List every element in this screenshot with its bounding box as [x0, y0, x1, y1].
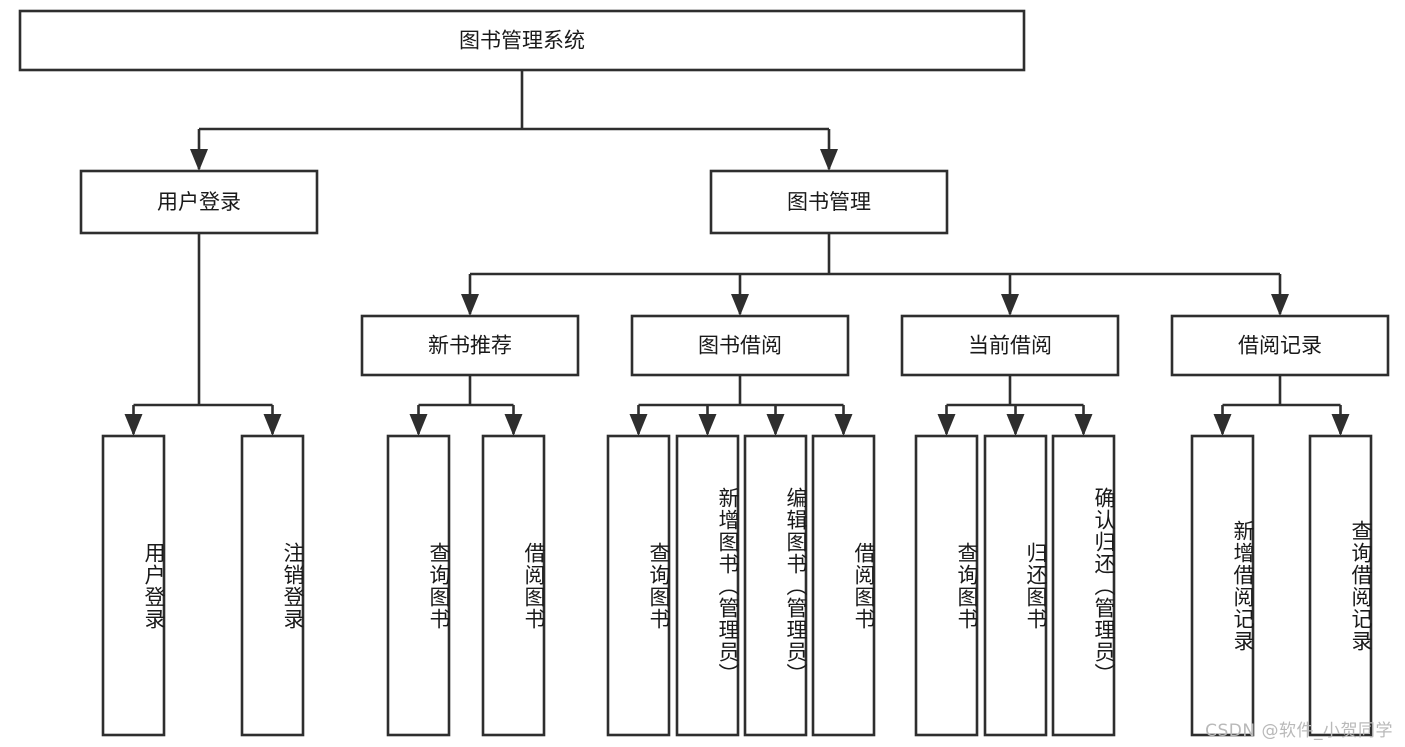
arrow-head-icon	[1074, 414, 1093, 436]
watermark-text: CSDN @软件_小贺同学	[1205, 721, 1393, 741]
arrow-head-icon	[1213, 414, 1232, 436]
node-box-leaf[interactable]	[1190, 434, 1255, 737]
node-box-leaf[interactable]	[101, 434, 166, 737]
arrow-head-icon	[1001, 294, 1019, 316]
arrow-head-icon	[834, 414, 853, 436]
node-label-book-borrow: 图书借阅	[698, 334, 782, 358]
arrow-head-icon	[263, 414, 282, 436]
leaf-box-group	[101, 434, 1373, 737]
arrow-head-icon	[937, 414, 956, 436]
node-box-leaf[interactable]	[914, 434, 979, 737]
node-box-leaf[interactable]	[606, 434, 671, 737]
arrow-head-icon	[461, 294, 479, 316]
node-box-root[interactable]	[18, 9, 1026, 72]
node-box-leaf[interactable]	[1308, 434, 1373, 737]
node-label-current-borrow: 当前借阅	[968, 334, 1052, 358]
node-box-leaf[interactable]	[386, 434, 451, 737]
node-label-user-login: 用户登录	[157, 190, 241, 214]
node-box-user-login[interactable]	[79, 169, 319, 235]
label-layer: 图书管理系统 用户登录 图书管理 新书推荐 图书借阅 当前借阅 借阅记录	[157, 29, 1322, 358]
node-box-leaf[interactable]	[811, 434, 876, 737]
arrow-head-icon	[190, 149, 208, 171]
node-box-borrow-records[interactable]	[1170, 314, 1390, 377]
arrow-head-icon	[1331, 414, 1350, 436]
box-layer	[18, 9, 1390, 737]
node-box-leaf[interactable]	[743, 434, 808, 737]
node-box-leaf[interactable]	[481, 434, 546, 737]
arrow-head-icon	[1271, 294, 1289, 316]
node-box-leaf[interactable]	[1051, 434, 1116, 737]
node-box-leaf[interactable]	[675, 434, 740, 737]
node-label-book-management: 图书管理	[787, 190, 871, 214]
arrow-head-icon	[629, 414, 648, 436]
node-box-leaf[interactable]	[240, 434, 305, 737]
node-box-book-borrow[interactable]	[630, 314, 850, 377]
arrow-head-icon	[731, 294, 749, 316]
node-label-root: 图书管理系统	[459, 29, 585, 53]
node-label-borrow-records: 借阅记录	[1238, 334, 1322, 358]
node-label-new-book-recommend: 新书推荐	[428, 334, 512, 358]
connector-layer	[124, 70, 1350, 436]
node-box-book-management[interactable]	[709, 169, 949, 235]
arrow-head-icon	[409, 414, 428, 436]
node-box-leaf[interactable]	[983, 434, 1048, 737]
arrow-head-icon	[1006, 414, 1025, 436]
arrow-head-icon	[504, 414, 523, 436]
node-box-current-borrow[interactable]	[900, 314, 1120, 377]
node-box-new-book-recommend[interactable]	[360, 314, 580, 377]
arrow-head-icon	[124, 414, 143, 436]
arrow-head-icon	[766, 414, 785, 436]
arrow-head-icon	[820, 149, 838, 171]
arrow-head-icon	[698, 414, 717, 436]
